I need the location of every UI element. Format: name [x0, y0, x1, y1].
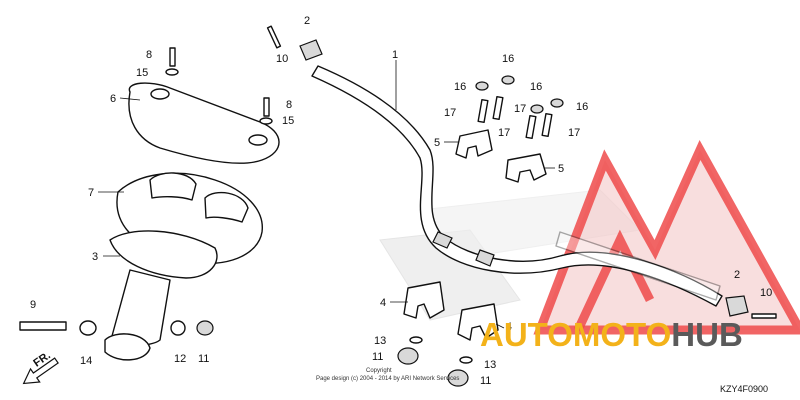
callout-14: 14: [80, 355, 92, 367]
callout-13-left: 13: [374, 335, 386, 347]
callout-15-right: 15: [282, 115, 294, 127]
callout-16-d: 16: [576, 101, 588, 113]
diagram-code: KZY4F0900: [720, 384, 768, 394]
upper-holder-left: [455, 129, 493, 159]
watermark-word-1: AUTOMOTO: [480, 316, 671, 353]
callout-7: 7: [88, 187, 94, 199]
callout-2-right: 2: [734, 269, 740, 281]
watermark-word-2: HUB: [671, 316, 743, 353]
left-end-weight: [266, 25, 323, 61]
copyright-line-2: Page design (c) 2004 - 2014 by ARI Netwo…: [316, 376, 459, 382]
callout-1: 1: [392, 49, 398, 61]
callout-16-c: 16: [530, 81, 542, 93]
callout-8-left: 8: [146, 49, 152, 61]
watermark-text: AUTOMOTOHUB: [480, 316, 743, 353]
bracket-fasteners: [19, 320, 473, 387]
callout-5-right: 5: [558, 163, 564, 175]
callout-17-c: 17: [498, 127, 510, 139]
callout-17-d: 17: [568, 127, 580, 139]
callout-4-left: 4: [380, 297, 386, 309]
callout-2-left: 2: [304, 15, 310, 27]
handlebar-bracket: [104, 230, 218, 361]
callout-16-a: 16: [454, 81, 466, 93]
leader-lines: [98, 60, 555, 329]
callout-9: 9: [30, 299, 36, 311]
callout-6: 6: [110, 93, 116, 105]
callout-labels: 1 2 2 3 4 4 5 5 6 7 8 8 9 10 10 11 11 11…: [30, 15, 772, 387]
lower-holder-left: [403, 281, 445, 319]
right-end-weight: [725, 295, 777, 319]
copyright-line-1: Copyright: [366, 368, 392, 374]
callout-8-right: 8: [286, 99, 292, 111]
watermark-logo: [533, 139, 800, 335]
callout-5-left: 5: [434, 137, 440, 149]
callout-16-b: 16: [502, 53, 514, 65]
callout-17-b: 17: [514, 103, 526, 115]
callout-10-left: 10: [276, 53, 288, 65]
holder-bolts: [477, 95, 553, 140]
callout-15-left: 15: [136, 67, 148, 79]
callout-11-bracket: 11: [198, 353, 209, 365]
callout-3: 3: [92, 251, 98, 263]
callout-4-right: 4: [506, 321, 512, 333]
callout-11-left: 11: [372, 351, 383, 363]
handlebar: [311, 65, 723, 307]
callout-17-a: 17: [444, 107, 456, 119]
callout-12: 12: [174, 353, 186, 365]
callout-11-right: 11: [480, 375, 491, 387]
upper-handlebar-cover: [128, 82, 280, 164]
bolt-caps: [475, 75, 564, 114]
upper-holder-right: [505, 153, 547, 183]
callout-10-right: 10: [760, 287, 772, 299]
cover-screws: [165, 47, 273, 125]
callout-13-right: 13: [484, 359, 496, 371]
front-direction-arrow: FR.: [22, 350, 59, 385]
lower-holder-right: [457, 303, 499, 341]
